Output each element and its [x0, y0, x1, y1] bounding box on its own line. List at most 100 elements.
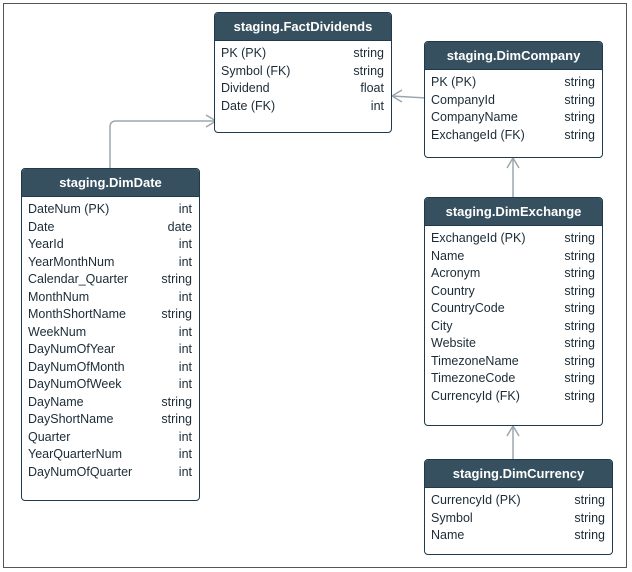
crowfoot-factdividends-dimcompany [390, 89, 403, 103]
column-row: ExchangeId (PK)string [431, 230, 595, 248]
column-name: Symbol (FK) [221, 63, 291, 78]
column-type: string [564, 318, 595, 333]
column-type: string [161, 394, 192, 409]
entity-dimcurrency[interactable]: staging.DimCurrency CurrencyId (PK)strin… [424, 459, 613, 555]
column-type: string [564, 92, 595, 107]
column-type: string [574, 528, 605, 542]
column-name: Date [28, 219, 55, 234]
column-row: DateNum (PK)int [28, 201, 192, 219]
column-row: CompanyName string [431, 109, 595, 127]
column-row: ExchangeId (FK) string [431, 127, 595, 145]
column-type: string [564, 266, 595, 280]
column-row: Name string [431, 248, 595, 266]
column-name: Date (FK) [221, 98, 276, 113]
column-name: TimezoneCode [431, 371, 516, 385]
entity-title: staging.DimExchange [425, 198, 602, 226]
column-row: DayNumOfMonth int [28, 359, 192, 377]
column-row: Date date [28, 219, 192, 237]
column-row: City string [431, 318, 595, 336]
entity-dimexchange[interactable]: staging.DimExchange ExchangeId (PK)strin… [424, 197, 603, 426]
column-name: ExchangeId (FK) [431, 127, 525, 142]
entity-dimcompany[interactable]: staging.DimCompany PK (PK)string Company… [424, 41, 603, 158]
crowfoot-dimexchange-dimcurrency [506, 424, 520, 437]
column-name: DayNumOfMonth [28, 359, 125, 374]
column-type: int [178, 377, 192, 391]
column-name: City [431, 318, 453, 333]
column-row: Quarter int [28, 429, 192, 447]
crowfoot-dimcompany-dimexchange [506, 156, 520, 169]
entity-title: staging.DimCompany [425, 42, 602, 70]
column-type: string [353, 46, 384, 60]
column-type: int [178, 342, 192, 356]
column-type: int [178, 429, 192, 444]
column-type: string [564, 248, 595, 263]
column-name: Country [431, 283, 475, 298]
column-type: string [564, 110, 595, 124]
column-type: int [178, 447, 192, 461]
entity-title: staging.DimDate [22, 169, 199, 197]
column-name: MonthNum [28, 289, 90, 304]
column-name: PK (PK) [221, 46, 267, 60]
column-row: Name string [431, 527, 605, 545]
column-row: PK (PK) string [221, 45, 384, 63]
column-name: CurrencyId (FK) [431, 388, 520, 403]
column-row: Symbol (FK) string [221, 63, 384, 81]
column-type: string [564, 231, 595, 245]
column-name: PK (PK) [431, 75, 477, 89]
connector-factdividends-dimcompany [391, 95, 427, 99]
column-type: int [178, 359, 192, 374]
column-type: date [167, 219, 192, 234]
column-row: PK (PK)string [431, 74, 595, 92]
column-type: string [353, 63, 384, 78]
column-type: int [178, 324, 192, 339]
entity-factdividends[interactable]: staging.FactDividends PK (PK)string Symb… [214, 12, 392, 133]
connector-factdividends-dimdate [109, 120, 216, 168]
column-name: Quarter [28, 429, 71, 444]
column-name: DayName [28, 394, 84, 409]
column-name: Acronym [431, 266, 481, 280]
column-type: int [370, 98, 384, 113]
column-row: WeekNum int [28, 324, 192, 342]
column-name: Name [431, 248, 465, 263]
column-type: string [564, 388, 595, 403]
column-name: MonthShortName [28, 307, 126, 321]
column-name: Calendar_Quarter [28, 272, 129, 286]
column-name: CurrencyId (PK) [431, 493, 521, 507]
column-type: string [574, 493, 605, 507]
column-name: TimezoneName [431, 353, 519, 368]
column-name: CompanyName [431, 110, 518, 124]
entity-dimdate[interactable]: staging.DimDate DateNum (PK)int Date date… [21, 168, 200, 501]
column-name: DayNumOfQuarter [28, 464, 133, 479]
column-type: int [178, 202, 192, 216]
column-name: Dividend [221, 81, 270, 95]
column-name: Symbol [431, 510, 473, 525]
column-type: string [161, 412, 192, 426]
column-type: string [564, 127, 595, 142]
column-type: string [564, 353, 595, 368]
column-type: int [178, 464, 192, 479]
column-name: WeekNum [28, 324, 87, 339]
column-row: Acronym string [431, 265, 595, 283]
column-row: DayNumOfQuarter int [28, 464, 192, 482]
column-name: Name [431, 528, 465, 542]
column-name: YearMonthNum [28, 254, 115, 269]
column-type: string [564, 336, 595, 350]
column-row: TimezoneName string [431, 353, 595, 371]
column-type: int [178, 254, 192, 269]
column-row: YearMonthNum int [28, 254, 192, 272]
column-name: CountryCode [431, 301, 505, 315]
